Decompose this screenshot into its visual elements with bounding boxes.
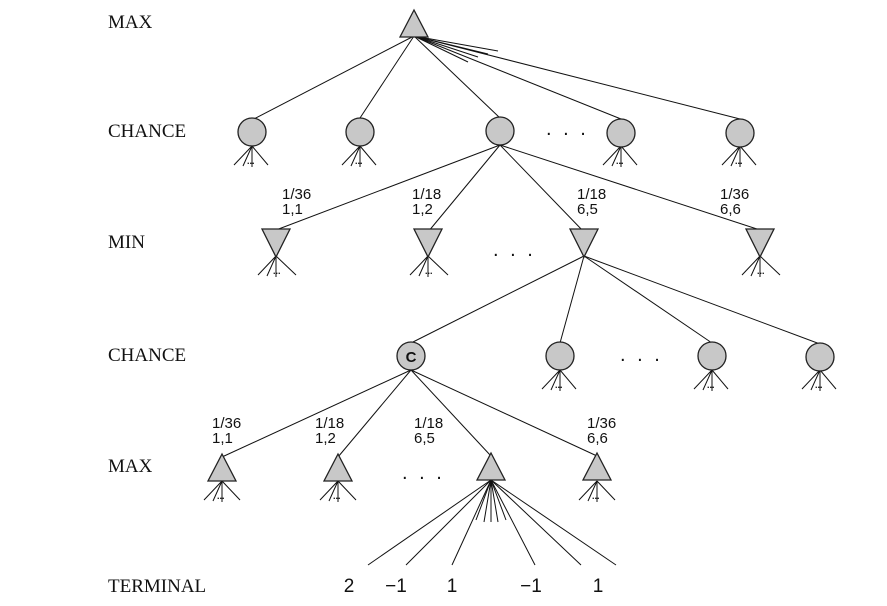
chance-node-c-letter: C — [406, 349, 417, 366]
stub-ellipsis: ... — [333, 491, 341, 501]
stub-ellipsis: ... — [273, 266, 281, 276]
branch-roll: 1,1 — [212, 430, 233, 447]
stub-ellipsis: ... — [757, 266, 765, 276]
branch-prob: 1/18 — [412, 186, 441, 203]
level-label-terminal: TERMINAL — [108, 576, 206, 597]
branch-prob: 1/36 — [282, 186, 311, 203]
branch-prob: 1/36 — [212, 415, 241, 432]
stub-ellipsis: ... — [707, 380, 715, 390]
stub-ellipsis: ... — [355, 156, 363, 166]
ellipsis-chance-1: . . . — [546, 118, 589, 140]
edges-max-bottom — [367, 479, 617, 566]
chance-node-c — [396, 341, 426, 371]
max-node — [581, 451, 613, 481]
max-node — [475, 451, 507, 481]
min-branch-labels: 1/36 1,1 1/18 1,2 1/18 6,5 1/36 6,6 — [282, 186, 749, 218]
chance-node — [606, 118, 636, 148]
edges-min — [410, 255, 821, 345]
stub-ellipsis: ... — [592, 491, 600, 501]
max-node — [322, 452, 354, 482]
branch-roll: 6,6 — [720, 201, 741, 218]
terminal-values: 2 −1 1 −1 1 — [344, 576, 604, 597]
stub-ellipsis: ... — [425, 266, 433, 276]
edges-chance-2 — [221, 369, 598, 458]
stub-fans — [203, 145, 837, 502]
branch-prob: 1/18 — [315, 415, 344, 432]
branch-prob: 1/18 — [414, 415, 443, 432]
chance-node — [237, 117, 267, 147]
min-node — [744, 228, 776, 259]
branch-roll: 1,2 — [315, 430, 336, 447]
max-node — [206, 452, 238, 482]
level-label-max-bottom: MAX — [108, 456, 153, 477]
branch-roll: 6,5 — [577, 201, 598, 218]
terminal-value: −1 — [385, 576, 407, 597]
branch-roll: 6,5 — [414, 430, 435, 447]
ellipsis-max-bottom: . . . — [402, 462, 445, 484]
min-node — [412, 228, 444, 259]
edges-root — [251, 35, 741, 121]
min-node — [260, 228, 292, 259]
max-node-root — [398, 8, 430, 38]
branch-roll: 1,1 — [282, 201, 303, 218]
terminal-value: −1 — [520, 576, 542, 597]
terminal-value: 1 — [593, 576, 604, 597]
max-branch-labels: 1/36 1,1 1/18 1,2 1/18 6,5 1/36 6,6 — [212, 415, 616, 447]
stub-ellipsis: ... — [815, 380, 823, 390]
branch-prob: 1/36 — [587, 415, 616, 432]
chance-node — [345, 117, 375, 147]
stub-ellipses: ... ... ... ... ... ... ... ... ... ... … — [217, 156, 823, 501]
edges-chance-1 — [275, 144, 761, 233]
terminal-value: 1 — [447, 576, 458, 597]
level-label-chance-2: CHANCE — [108, 345, 186, 366]
chance-node — [805, 342, 835, 372]
stub-ellipsis: ... — [555, 380, 563, 390]
chance-node — [485, 116, 515, 146]
level-label-max-top: MAX — [108, 12, 153, 33]
branch-prob: 1/36 — [720, 186, 749, 203]
stub-ellipsis: ... — [616, 156, 624, 166]
ellipsis-min: . . . — [493, 239, 536, 261]
branch-roll: 1,2 — [412, 201, 433, 218]
chance-node — [545, 341, 575, 371]
stub-ellipsis: ... — [247, 156, 255, 166]
terminal-value: 2 — [344, 576, 355, 597]
stub-ellipsis: ... — [217, 491, 225, 501]
level-label-chance-1: CHANCE — [108, 121, 186, 142]
chance-node — [697, 341, 727, 371]
level-label-min: MIN — [108, 232, 145, 253]
ellipsis-chance-2: . . . — [620, 344, 663, 366]
branch-roll: 6,6 — [587, 430, 608, 447]
stub-ellipsis: ... — [735, 156, 743, 166]
min-node — [568, 228, 600, 259]
chance-node — [725, 118, 755, 148]
branch-prob: 1/18 — [577, 186, 606, 203]
